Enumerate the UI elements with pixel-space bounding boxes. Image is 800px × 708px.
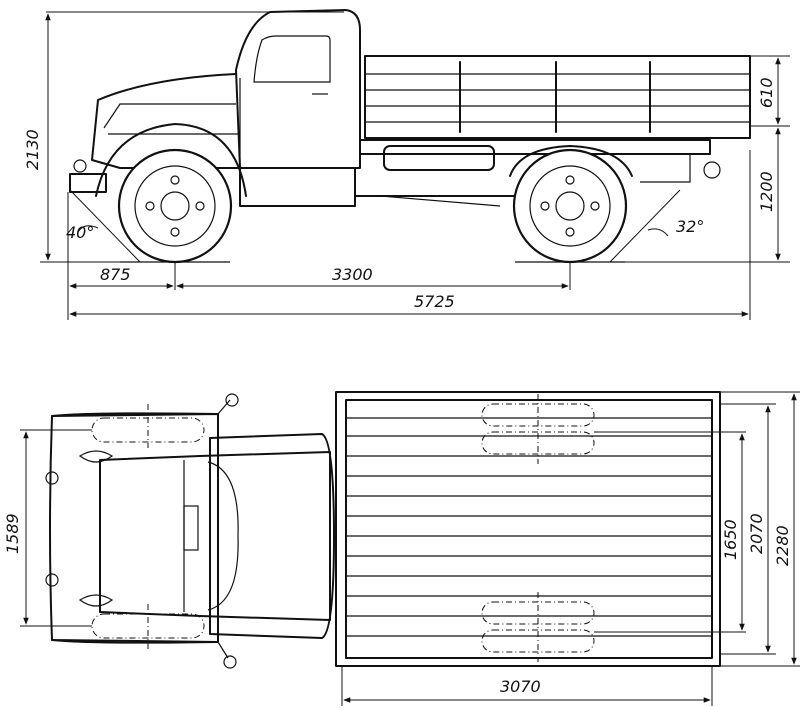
top-dimensions: 1589 3070 1650 2070 2280 bbox=[3, 391, 800, 706]
dim-2070: 2070 bbox=[747, 513, 766, 554]
dim-610: 610 bbox=[757, 77, 776, 108]
dim-2130: 2130 bbox=[23, 129, 42, 170]
dim-875: 875 bbox=[100, 265, 131, 284]
dim-5725: 5725 bbox=[414, 292, 455, 311]
dim-3070: 3070 bbox=[500, 677, 541, 696]
departure-angle: 32° bbox=[676, 217, 704, 236]
dim-1589: 1589 bbox=[3, 513, 22, 554]
side-view bbox=[69, 9, 751, 264]
dim-1650: 1650 bbox=[721, 519, 740, 560]
approach-angle: 40° bbox=[66, 223, 94, 242]
top-view bbox=[45, 391, 721, 669]
dim-3300: 3300 bbox=[332, 265, 373, 284]
dim-2280: 2280 bbox=[773, 525, 792, 566]
side-dimensions: 875 3300 5725 2130 610 1200 40° 32° bbox=[23, 11, 790, 320]
dim-1200: 1200 bbox=[757, 171, 776, 212]
front-wheel bbox=[117, 148, 233, 264]
rear-wheel bbox=[512, 148, 628, 264]
